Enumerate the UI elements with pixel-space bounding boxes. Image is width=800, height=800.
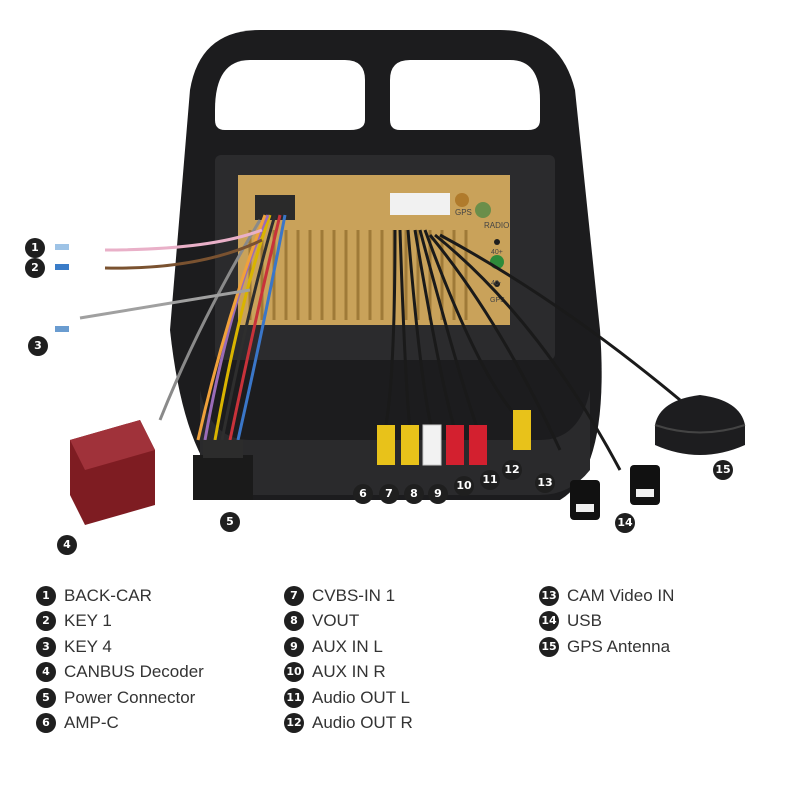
marker-2: 2 — [25, 258, 45, 278]
marker-4: 4 — [57, 535, 77, 555]
marker-13: 13 — [535, 473, 555, 493]
marker-7: 7 — [379, 484, 399, 504]
legend-number: 5 — [36, 687, 56, 708]
legend-column-2: 7 CVBS-IN 1 8 VOUT 9 AUX IN L 10 AUX IN R 11… — [284, 583, 544, 736]
legend-item: 6 AMP-C — [36, 711, 296, 737]
power-connector — [193, 440, 253, 500]
legend-label: AMP-C — [64, 713, 119, 733]
legend-label: USB — [567, 611, 602, 631]
legend-label: CVBS-IN 1 — [312, 585, 396, 605]
legend-item: 13 CAM Video IN — [539, 583, 799, 609]
legend-label: KEY 4 — [64, 636, 112, 656]
marker-8: 8 — [404, 484, 424, 504]
marker-3: 3 — [28, 336, 48, 356]
legend-item: 5 Power Connector — [36, 685, 296, 711]
usb-plugs — [570, 465, 660, 520]
radio-port-label: RADIO — [484, 221, 509, 230]
multi-socket — [390, 193, 450, 215]
legend-number: 12 — [284, 713, 304, 734]
legend-item: 14 USB — [539, 609, 799, 635]
legend-label: Power Connector — [64, 687, 196, 707]
legend-item: 3 KEY 4 — [36, 634, 296, 660]
legend-number: 7 — [284, 585, 304, 606]
marker-1: 1 — [25, 238, 45, 258]
legend-item: 10 AUX IN R — [284, 660, 544, 686]
legend-label: CANBUS Decoder — [64, 662, 204, 682]
legend-item: 15 GPS Antenna — [539, 634, 799, 660]
marker-15: 15 — [713, 460, 733, 480]
legend-label: GPS Antenna — [567, 636, 671, 656]
legend-label: CAM Video IN — [567, 585, 675, 605]
legend-number: 15 — [539, 636, 559, 657]
legend-number: 8 — [284, 611, 304, 632]
legend-number: 11 — [284, 687, 304, 708]
legend-label: VOUT — [312, 611, 360, 631]
legend-number: 10 — [284, 662, 304, 683]
radio-port-icon — [475, 202, 491, 218]
legend-item: 9 AUX IN L — [284, 634, 544, 660]
legend-item: 1 BACK-CAR — [36, 583, 296, 609]
rca-cables — [383, 229, 681, 471]
legend-item: 2 KEY 1 — [36, 609, 296, 635]
plus40-label: 40+ — [491, 249, 503, 256]
legend-item: 12 Audio OUT R — [284, 711, 544, 737]
rca-plugs — [377, 410, 531, 466]
product-photo: GPS RADIO 40+ 40- GPS — [25, 30, 746, 555]
minus40-label: 40- — [491, 280, 502, 287]
legend-number: 13 — [539, 585, 559, 606]
legend-label: BACK-CAR — [64, 585, 152, 605]
legend-label: Audio OUT R — [312, 713, 413, 733]
legend-number: 9 — [284, 636, 304, 657]
marker-6: 6 — [353, 484, 373, 504]
gps-port-icon — [455, 193, 469, 207]
legend-number: 14 — [539, 611, 559, 632]
gps-port-label: GPS — [455, 208, 472, 217]
marker-9: 9 — [428, 484, 448, 504]
legend-item: 11 Audio OUT L — [284, 685, 544, 711]
gps2-label: GPS — [490, 297, 505, 304]
wire-connectors — [55, 244, 69, 332]
marker-11: 11 — [480, 470, 500, 490]
marker-10: 10 — [454, 476, 474, 496]
legend-number: 4 — [36, 662, 56, 683]
gps-antenna — [654, 395, 746, 455]
legend-item: 8 VOUT — [284, 609, 544, 635]
marker-14: 14 — [615, 513, 635, 533]
legend-label: AUX IN R — [312, 662, 386, 682]
canbus-decoder — [70, 420, 155, 525]
legend-number: 1 — [36, 585, 56, 606]
legend-number: 6 — [36, 713, 56, 734]
legend-number: 3 — [36, 636, 56, 657]
wiring-harness — [79, 214, 287, 441]
legend-label: AUX IN L — [312, 636, 383, 656]
legend-item: 4 CANBUS Decoder — [36, 660, 296, 686]
marker-5: 5 — [220, 512, 240, 532]
legend-item: 7 CVBS-IN 1 — [284, 583, 544, 609]
legend-column-3: 13 CAM Video IN 14 USB 15 GPS Antenna — [539, 583, 799, 660]
legend-label: Audio OUT L — [312, 687, 410, 707]
marker-12: 12 — [502, 460, 522, 480]
head-unit-illustration: GPS RADIO 40+ 40- GPS — [55, 30, 746, 525]
legend-label: KEY 1 — [64, 611, 112, 631]
legend-number: 2 — [36, 611, 56, 632]
